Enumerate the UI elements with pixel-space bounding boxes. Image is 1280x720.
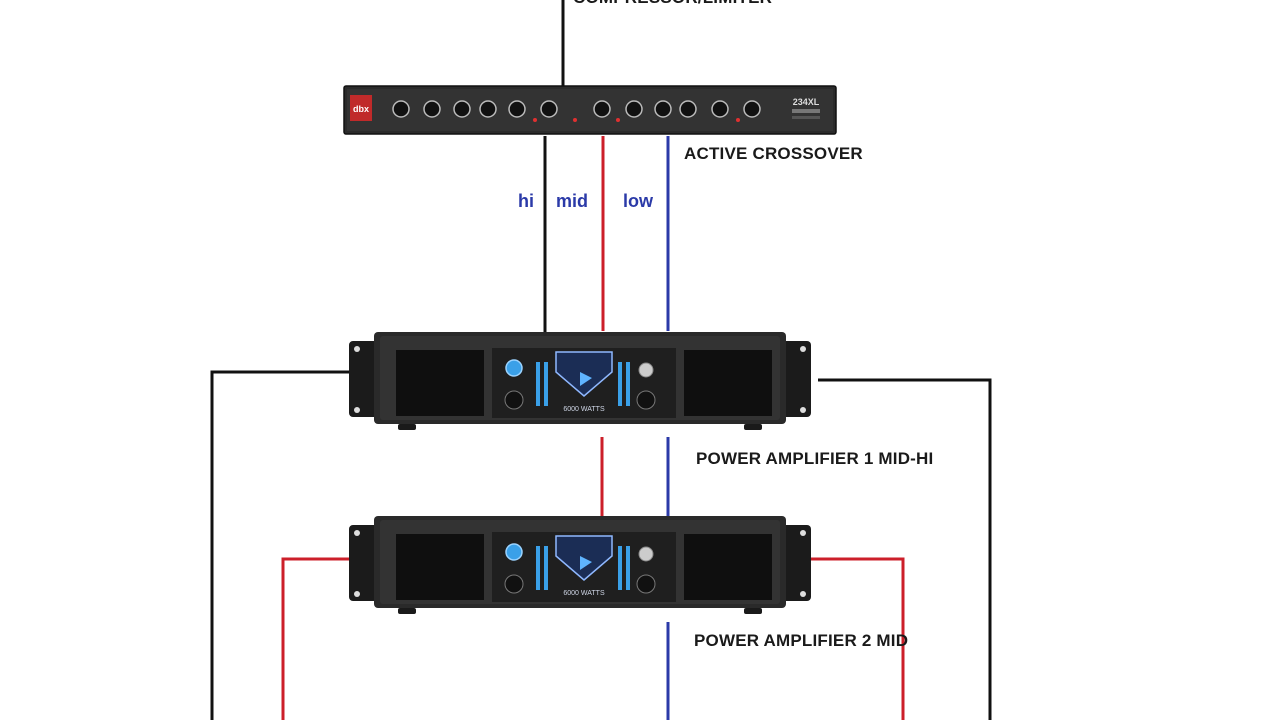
vent-grille [396, 534, 484, 600]
crossover-leds [533, 118, 740, 122]
crossover-knobs [392, 100, 761, 118]
crossover-model-badge: 234XL [793, 97, 820, 107]
amp2-watts: 6000 WATTS [563, 590, 605, 597]
vent-grille [684, 534, 772, 600]
knob-icon [479, 100, 497, 118]
knob-icon [423, 100, 441, 118]
knob-icon [711, 100, 729, 118]
wire-amp2-right-out [810, 557, 905, 720]
knob-icon [392, 100, 410, 118]
knob-icon [508, 100, 526, 118]
signal-mid-label: mid [556, 191, 589, 211]
power-knob-icon [505, 359, 523, 377]
level-meter [536, 546, 630, 590]
wire-amp1-left-out [210, 370, 350, 720]
vent-grille [684, 350, 772, 416]
gain-knob-icon [636, 390, 656, 410]
knob-icon [540, 100, 558, 118]
switch-icon [638, 362, 654, 378]
crossover-unit: dbx 234XL [343, 85, 837, 135]
vent-grille [396, 350, 484, 416]
power-knob-icon [505, 543, 523, 561]
signal-hi-label: hi [518, 191, 534, 211]
knob-icon [625, 100, 643, 118]
switch-icon [638, 546, 654, 562]
signal-low-label: low [623, 191, 653, 211]
amplifier-1: 6000 WATTS [349, 332, 811, 430]
knob-icon [743, 100, 761, 118]
knob-icon [593, 100, 611, 118]
knob-icon [654, 100, 672, 118]
wiring [210, 0, 992, 720]
crossover-logo [350, 95, 372, 121]
svg-text:dbx: dbx [353, 104, 369, 114]
gain-knob-icon [504, 390, 524, 410]
amp2-label: POWER AMPLIFIER 2 MID [694, 631, 909, 650]
knob-icon [453, 100, 471, 118]
level-meter [536, 362, 630, 406]
amp1-watts: 6000 WATTS [563, 406, 605, 413]
wire-amp2-left-out [281, 557, 352, 720]
knob-icon [679, 100, 697, 118]
amplifier-2: 6000 WATTS [349, 516, 811, 614]
crossover-label: ACTIVE CROSSOVER [684, 144, 863, 163]
amp1-label: POWER AMPLIFIER 1 MID-HI [696, 449, 934, 468]
compressor-label: COMPRESSOR/LIMITER [573, 0, 772, 8]
gain-knob-icon [504, 574, 524, 594]
gain-knob-icon [636, 574, 656, 594]
wire-amp1-right-out [818, 378, 992, 720]
